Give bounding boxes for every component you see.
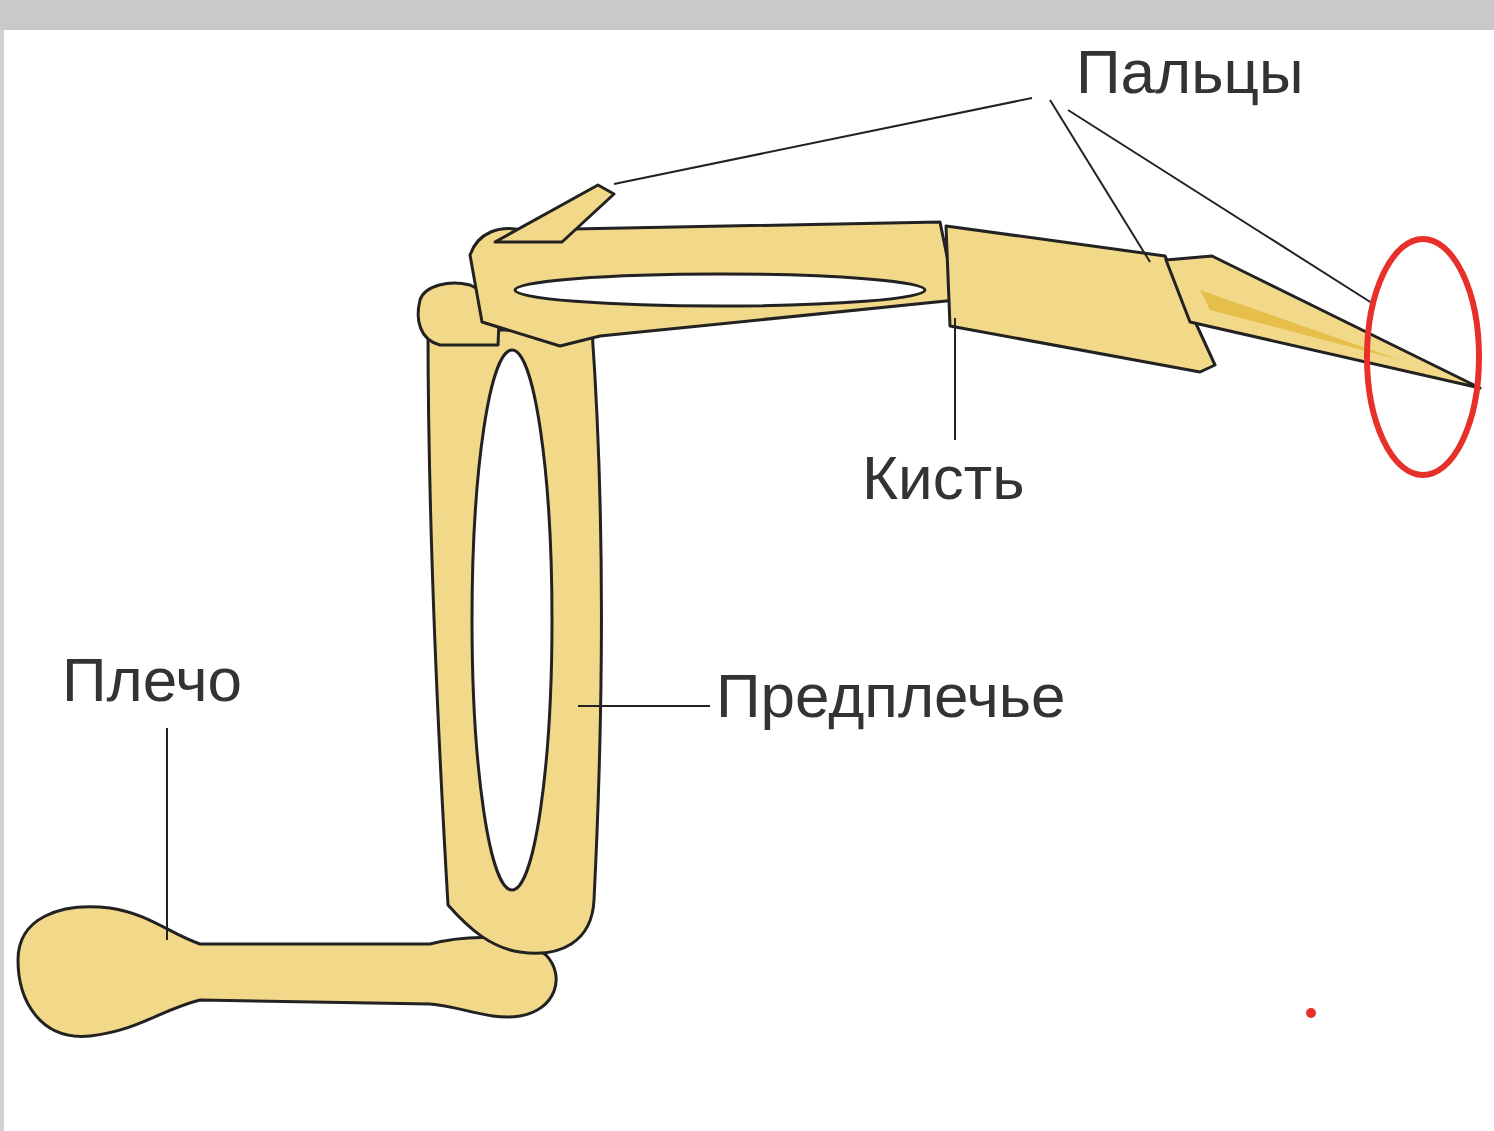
forearm-bones <box>428 330 601 953</box>
finger-tip-bone <box>1166 256 1480 388</box>
alula-bone <box>495 185 614 242</box>
part-label: Плечо <box>62 646 242 714</box>
leader-line <box>1050 100 1150 262</box>
part-label: Пальцы <box>1076 38 1304 106</box>
leader-line <box>1068 110 1375 305</box>
highlight-circle <box>1367 239 1479 475</box>
leader-line <box>578 705 710 707</box>
leader-line <box>614 98 1032 184</box>
leader-line <box>954 318 956 440</box>
red-dot <box>1306 1008 1316 1018</box>
part-label: Предплечье <box>716 662 1066 730</box>
left-edge <box>0 30 4 1131</box>
leader-line <box>166 728 168 940</box>
top-bar <box>0 0 1494 30</box>
part-label: Кисть <box>862 444 1024 512</box>
finger-bone <box>946 226 1215 372</box>
